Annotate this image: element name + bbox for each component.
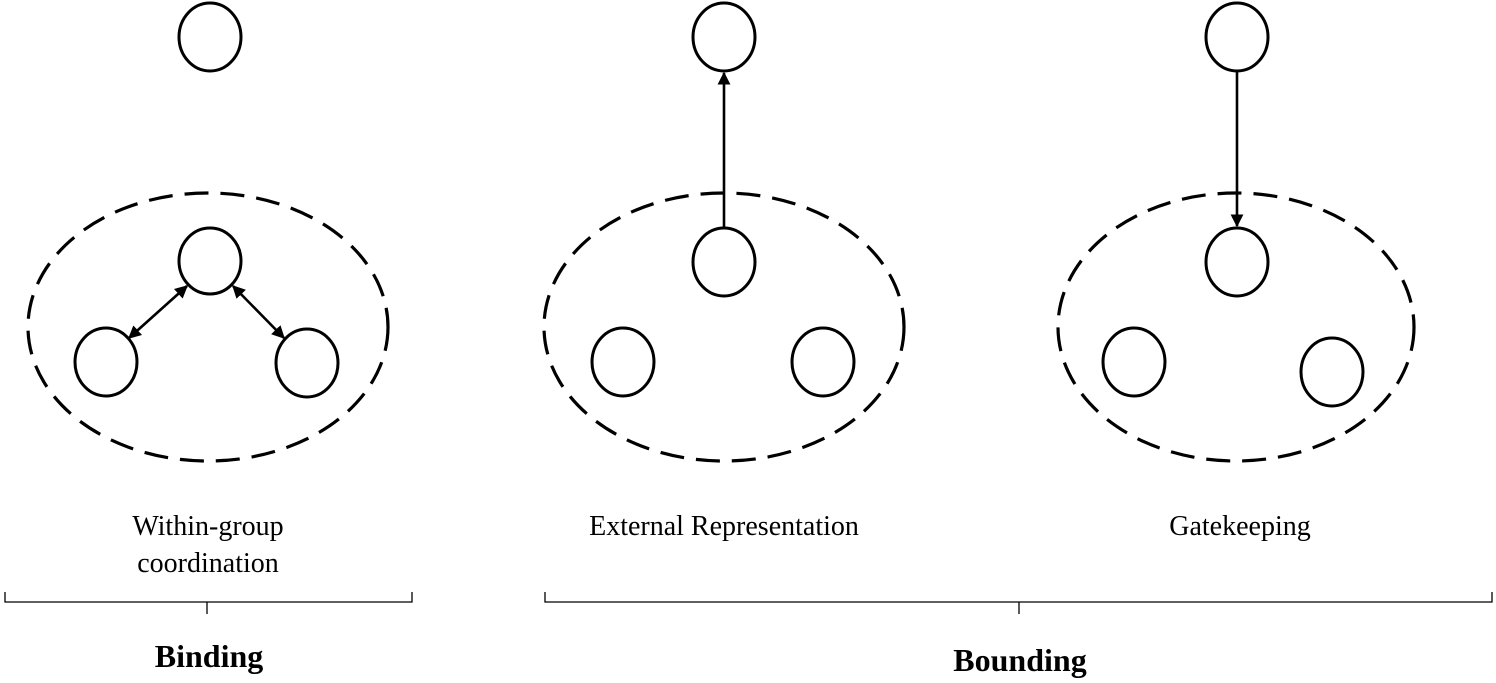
group-boundary <box>26 191 390 463</box>
binding-brace <box>4 592 413 614</box>
bounding-brace <box>544 592 1493 614</box>
external-node <box>1204 1 1270 73</box>
bidirectional-arrow <box>232 285 285 339</box>
group-member-node <box>691 226 757 298</box>
group-member-node <box>1299 336 1365 408</box>
external-node <box>691 1 757 73</box>
panel-label-line-1: Within-group <box>132 511 283 542</box>
binding-category-label: Binding <box>155 638 264 674</box>
group-member-node <box>1204 226 1270 298</box>
external-node <box>177 1 243 73</box>
group-member-node <box>590 326 656 398</box>
panel-external-representation: External Representation <box>542 1 906 542</box>
group-member-node <box>274 327 340 399</box>
panel-label: Gatekeeping <box>1169 511 1311 542</box>
group-member-node <box>177 226 243 296</box>
group-member-node <box>73 326 139 398</box>
bounding-category-label: Bounding <box>953 642 1086 678</box>
bidirectional-arrow <box>128 285 188 339</box>
panel-label: External Representation <box>589 511 859 542</box>
group-member-node <box>790 326 856 398</box>
panel-label-line-2: coordination <box>137 548 279 579</box>
panel-within-group-coordination: Within-group coordination <box>26 1 390 579</box>
panel-gatekeeping: Gatekeeping <box>1056 1 1416 542</box>
group-member-node <box>1101 326 1167 398</box>
